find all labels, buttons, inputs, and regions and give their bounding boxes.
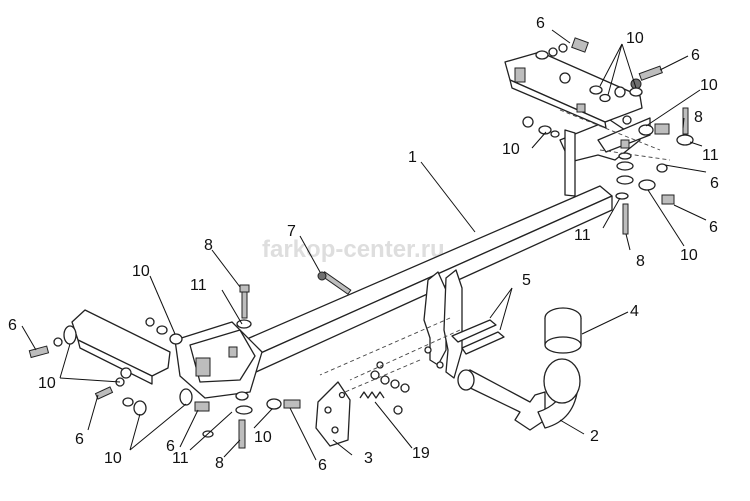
callout-2: 2: [590, 428, 599, 445]
receiver-plates: [423, 269, 505, 379]
callout-labels: 1 2 3 4 5 6 6 6 6 6 6 6 6 7 8 8 8 8 10 1…: [8, 15, 719, 474]
callout-6-right-lower: 6: [709, 219, 718, 236]
callout-3: 3: [364, 450, 373, 467]
socket-plate: [315, 381, 351, 447]
callout-1: 1: [408, 149, 417, 166]
callout-11-right: 11: [702, 147, 719, 164]
left-side-bracket: [71, 309, 263, 399]
callout-8-bottom: 8: [215, 455, 224, 472]
callout-8-right: 8: [694, 109, 703, 126]
callout-10-top: 10: [626, 30, 644, 47]
callout-7: 7: [287, 223, 296, 240]
callout-6-right-middle: 6: [710, 175, 719, 192]
leader-lines: [21, 29, 707, 461]
callout-10-bottom-left: 10: [104, 450, 122, 467]
callout-11-left: 11: [190, 277, 207, 294]
callout-10-left-middle: 10: [502, 141, 520, 158]
callout-10-bottom-center: 10: [254, 429, 272, 446]
assembly-lines: [319, 109, 671, 393]
callout-6-bottom-right: 6: [318, 457, 327, 474]
callout-6-left: 6: [8, 317, 17, 334]
callout-10-upper-right: 10: [700, 77, 718, 94]
callout-8-bottom-right: 8: [636, 253, 645, 270]
callout-6-bottom-center: 6: [166, 438, 175, 455]
callout-8-left: 8: [204, 237, 213, 254]
callout-6-bottom-left: 6: [75, 431, 84, 448]
ball-cover: [544, 307, 582, 354]
callout-10-left-upper: 10: [132, 263, 150, 280]
tow-ball-neck: [457, 358, 581, 431]
fasteners: [28, 37, 694, 449]
callout-10-right-lower: 10: [680, 247, 698, 264]
spring-and-bolts: [359, 391, 403, 415]
callout-5: 5: [522, 272, 531, 289]
callout-6-top: 6: [536, 15, 545, 32]
callout-10-left-lower: 10: [38, 375, 56, 392]
callout-11-right-lower: 11: [574, 227, 591, 244]
right-side-bracket: [504, 51, 643, 129]
callout-4: 4: [630, 303, 639, 320]
callout-19: 19: [412, 445, 430, 462]
callout-11-bottom: 11: [172, 450, 189, 467]
callout-6-upper-right: 6: [691, 47, 700, 64]
watermark: farkop-center.ru: [262, 236, 445, 263]
